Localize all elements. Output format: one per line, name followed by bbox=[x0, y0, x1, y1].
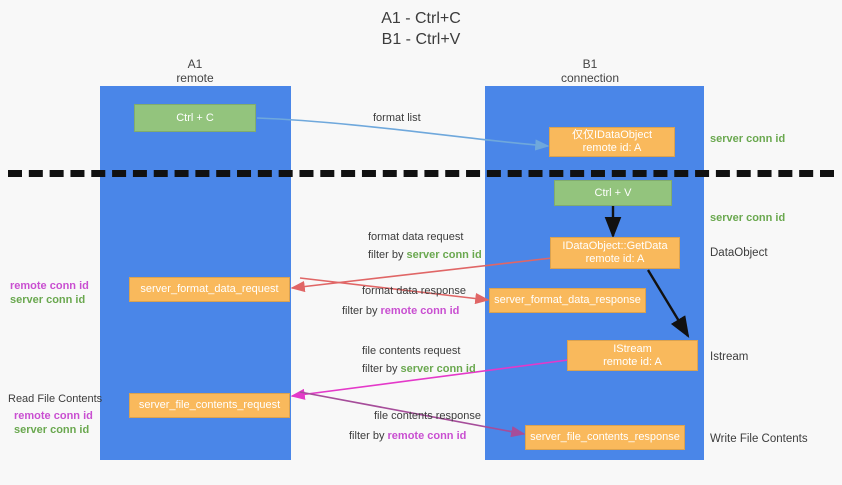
arrow-format-data-response bbox=[299, 277, 490, 305]
edge-label-file-contents-request-group: file contents request filter by server c… bbox=[362, 344, 476, 376]
box-server-format-data-response-label: server_format_data_response bbox=[494, 294, 641, 306]
left-label-remote-conn-id-1: remote conn id bbox=[10, 280, 89, 292]
arrow-file-contents-request bbox=[290, 359, 569, 400]
right-label-dataobject: DataObject bbox=[710, 247, 768, 259]
box-set-clipboard-line1: 仅仅IDataObject bbox=[571, 129, 653, 141]
edge-label-format-list: format list bbox=[373, 112, 421, 124]
arrow-file-contents-response bbox=[299, 391, 526, 438]
filter-prefix: filter by bbox=[368, 249, 407, 261]
arrow-format-data-request bbox=[290, 257, 553, 293]
box-set-clipboard-line2: remote id: A bbox=[582, 142, 642, 154]
box-istream-line1: IStream bbox=[613, 342, 652, 355]
right-label-write-file-contents: Write File Contents bbox=[710, 433, 808, 445]
box-istream[interactable]: IStream remote id: A bbox=[567, 340, 698, 371]
lane-b1-sub: connection bbox=[560, 71, 620, 85]
filter-value-server-conn-id: server conn id bbox=[406, 249, 482, 261]
lane-header-a1: A1 remote bbox=[120, 57, 270, 85]
left-label-remote-conn-id-2: remote conn id bbox=[14, 410, 93, 422]
box-getdata[interactable]: IDataObject::GetData remote id: A bbox=[550, 237, 680, 269]
box-getdata-line2: remote id: A bbox=[585, 253, 645, 265]
filter-prefix: filter by bbox=[349, 430, 388, 442]
page-title: A1 - Ctrl+C B1 - Ctrl+V bbox=[0, 8, 842, 50]
filter-value-remote-conn-id: remote conn id bbox=[380, 305, 460, 317]
filter-prefix: filter by bbox=[342, 305, 381, 317]
lane-header-b1: B1 connection bbox=[515, 57, 665, 85]
lane-a1-name: A1 bbox=[187, 57, 203, 71]
left-label-read-file-contents: Read File Contents bbox=[8, 393, 103, 405]
edge-label-file-contents-response: file contents response bbox=[374, 410, 482, 422]
box-server-file-contents-request[interactable]: server_file_contents_request bbox=[129, 393, 290, 418]
filter-value-server-conn-id: server conn id bbox=[400, 363, 476, 375]
edge-label-file-contents-response-group: file contents response filter by remote … bbox=[349, 409, 482, 443]
box-ctrl-c[interactable]: Ctrl + C bbox=[134, 104, 256, 132]
edge-label-format-data-request-group: format data request filter by server con… bbox=[368, 230, 482, 262]
box-server-file-contents-request-label: server_file_contents_request bbox=[138, 399, 281, 411]
box-ctrl-c-label: Ctrl + C bbox=[176, 111, 214, 124]
box-ctrl-v-label: Ctrl + V bbox=[594, 186, 632, 199]
box-getdata-line1: IDataObject::GetData bbox=[562, 240, 668, 252]
edge-label-format-data-response-filter: filter by remote conn id bbox=[342, 304, 466, 318]
edge-label-file-contents-request-filter: filter by server conn id bbox=[362, 362, 476, 376]
box-ctrl-v[interactable]: Ctrl + V bbox=[554, 180, 672, 206]
right-label-server-conn-id-mid: server conn id bbox=[710, 212, 786, 224]
box-server-format-data-response[interactable]: server_format_data_response bbox=[489, 288, 646, 313]
box-set-clipboard[interactable]: 仅仅IDataObject remote id: A bbox=[549, 127, 675, 157]
arrow-getdata-to-istream bbox=[646, 269, 690, 339]
edge-label-format-data-response: format data response bbox=[362, 285, 466, 297]
lane-a1-sub: remote bbox=[176, 71, 214, 85]
left-label-group-file: Read File Contents remote conn id server… bbox=[8, 392, 102, 437]
title-line-1: A1 - Ctrl+C bbox=[381, 10, 461, 27]
edge-label-file-contents-request: file contents request bbox=[362, 345, 461, 357]
box-server-file-contents-response[interactable]: server_file_contents_response bbox=[525, 425, 685, 450]
box-istream-line2: remote id: A bbox=[603, 355, 662, 368]
edge-label-format-data-request-filter: filter by server conn id bbox=[368, 248, 482, 262]
box-server-file-contents-response-label: server_file_contents_response bbox=[530, 431, 680, 443]
filter-prefix: filter by bbox=[362, 363, 401, 375]
edge-label-file-contents-response-filter: filter by remote conn id bbox=[349, 429, 481, 443]
left-label-server-conn-id-2: server conn id bbox=[14, 424, 90, 436]
box-server-format-data-request-label: server_format_data_request bbox=[140, 283, 279, 295]
phase-divider bbox=[8, 170, 834, 177]
left-label-group-format: remote conn id server conn id bbox=[10, 279, 89, 307]
title-line-2: B1 - Ctrl+V bbox=[381, 31, 461, 48]
edge-label-format-data-request: format data request bbox=[368, 231, 464, 243]
right-label-istream: Istream bbox=[710, 351, 749, 363]
filter-value-remote-conn-id: remote conn id bbox=[387, 430, 467, 442]
box-server-format-data-request[interactable]: server_format_data_request bbox=[129, 277, 290, 302]
right-label-server-conn-id-top: server conn id bbox=[710, 133, 786, 145]
left-label-server-conn-id-1: server conn id bbox=[10, 294, 86, 306]
arrow-format-list bbox=[256, 117, 550, 151]
lane-b1-name: B1 bbox=[582, 57, 598, 71]
edge-label-format-data-response-group: format data response filter by remote co… bbox=[342, 284, 466, 318]
